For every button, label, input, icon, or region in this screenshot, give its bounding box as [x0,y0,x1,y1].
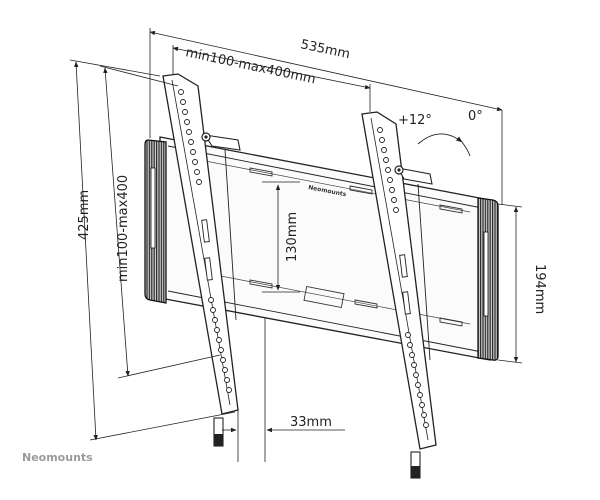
dim-overall-width: 535mm [299,37,351,62]
brand-logo: Neomounts [22,451,93,464]
tilt-zero-label: 0° [468,109,483,124]
dimension-lines [69,28,523,462]
tilt-indicator [417,133,471,157]
tilt-forward-label: +12° [398,113,432,128]
dim-plate-offset: 130mm [285,212,300,262]
dim-overall-height: 425mm [77,190,92,240]
dim-wall-depth: 33mm [290,415,332,430]
right-pad [477,197,499,361]
dim-plate-height: 194mm [532,264,547,314]
left-pad [144,139,167,304]
dim-arm-spacing: min100-max400mm [184,45,317,87]
right-arm [361,111,437,479]
dim-vertical-range: min100-max400 [116,175,131,282]
